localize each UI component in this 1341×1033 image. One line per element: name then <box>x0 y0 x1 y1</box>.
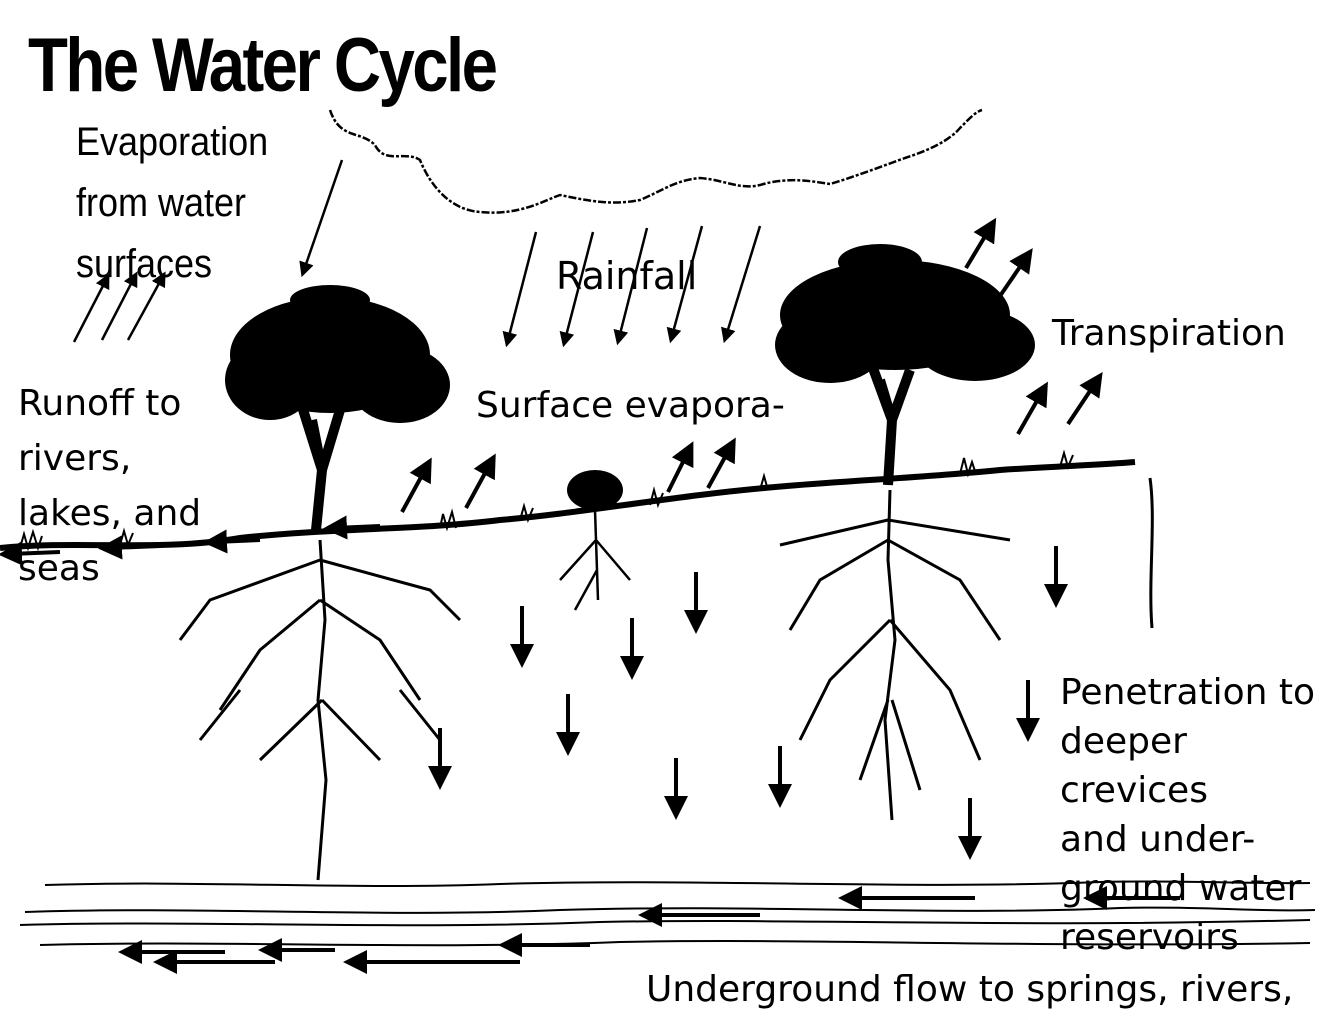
label-line: Penetration to <box>1060 672 1316 713</box>
label-line: surfaces <box>76 242 213 286</box>
label-line: from water <box>76 181 247 225</box>
tree-left <box>178 285 462 881</box>
label-evaporation: Evaporation from water surfaces <box>76 112 268 295</box>
cloud <box>328 108 983 214</box>
evaporation-arrows <box>72 271 166 343</box>
diagram-title: The Water Cycle <box>28 23 498 108</box>
transpiration-arrows <box>964 217 1103 435</box>
label-line: ground water <box>1060 868 1302 909</box>
label-line: reservoirs <box>1060 917 1239 958</box>
label-surface-evaporation: Surface evapora- <box>476 385 785 426</box>
bracket-line <box>1148 477 1154 629</box>
label-line: deeper crevices <box>1060 721 1208 811</box>
label-runoff: Runoff to rivers, lakes, and seas <box>18 376 201 596</box>
evaporation-pointer-arrow <box>299 159 344 278</box>
label-line: seas <box>18 548 100 589</box>
rainfall-arrows <box>502 225 762 348</box>
surface-evaporation-arrows <box>400 437 736 513</box>
runoff-arrows <box>0 515 381 566</box>
label-penetration: Penetration to deeper crevices and under… <box>1060 668 1341 962</box>
tree-right <box>775 244 1035 821</box>
label-line: rivers, <box>18 438 132 479</box>
label-rainfall: Rainfall <box>556 254 698 298</box>
label-line: Evaporation <box>76 120 269 164</box>
label-line: Runoff to <box>18 383 182 424</box>
underground-flow-arrows <box>118 886 1180 974</box>
label-underground-flow: Underground flow to springs, rivers, <box>646 969 1294 1010</box>
groundwater-layer <box>19 880 1316 947</box>
grass <box>19 449 1074 552</box>
label-line: lakes, and <box>18 493 202 534</box>
shrub-middle <box>559 470 631 611</box>
penetration-arrows <box>428 546 1068 860</box>
label-line: and under- <box>1060 819 1256 860</box>
label-transpiration: Transpiration <box>1052 313 1286 354</box>
